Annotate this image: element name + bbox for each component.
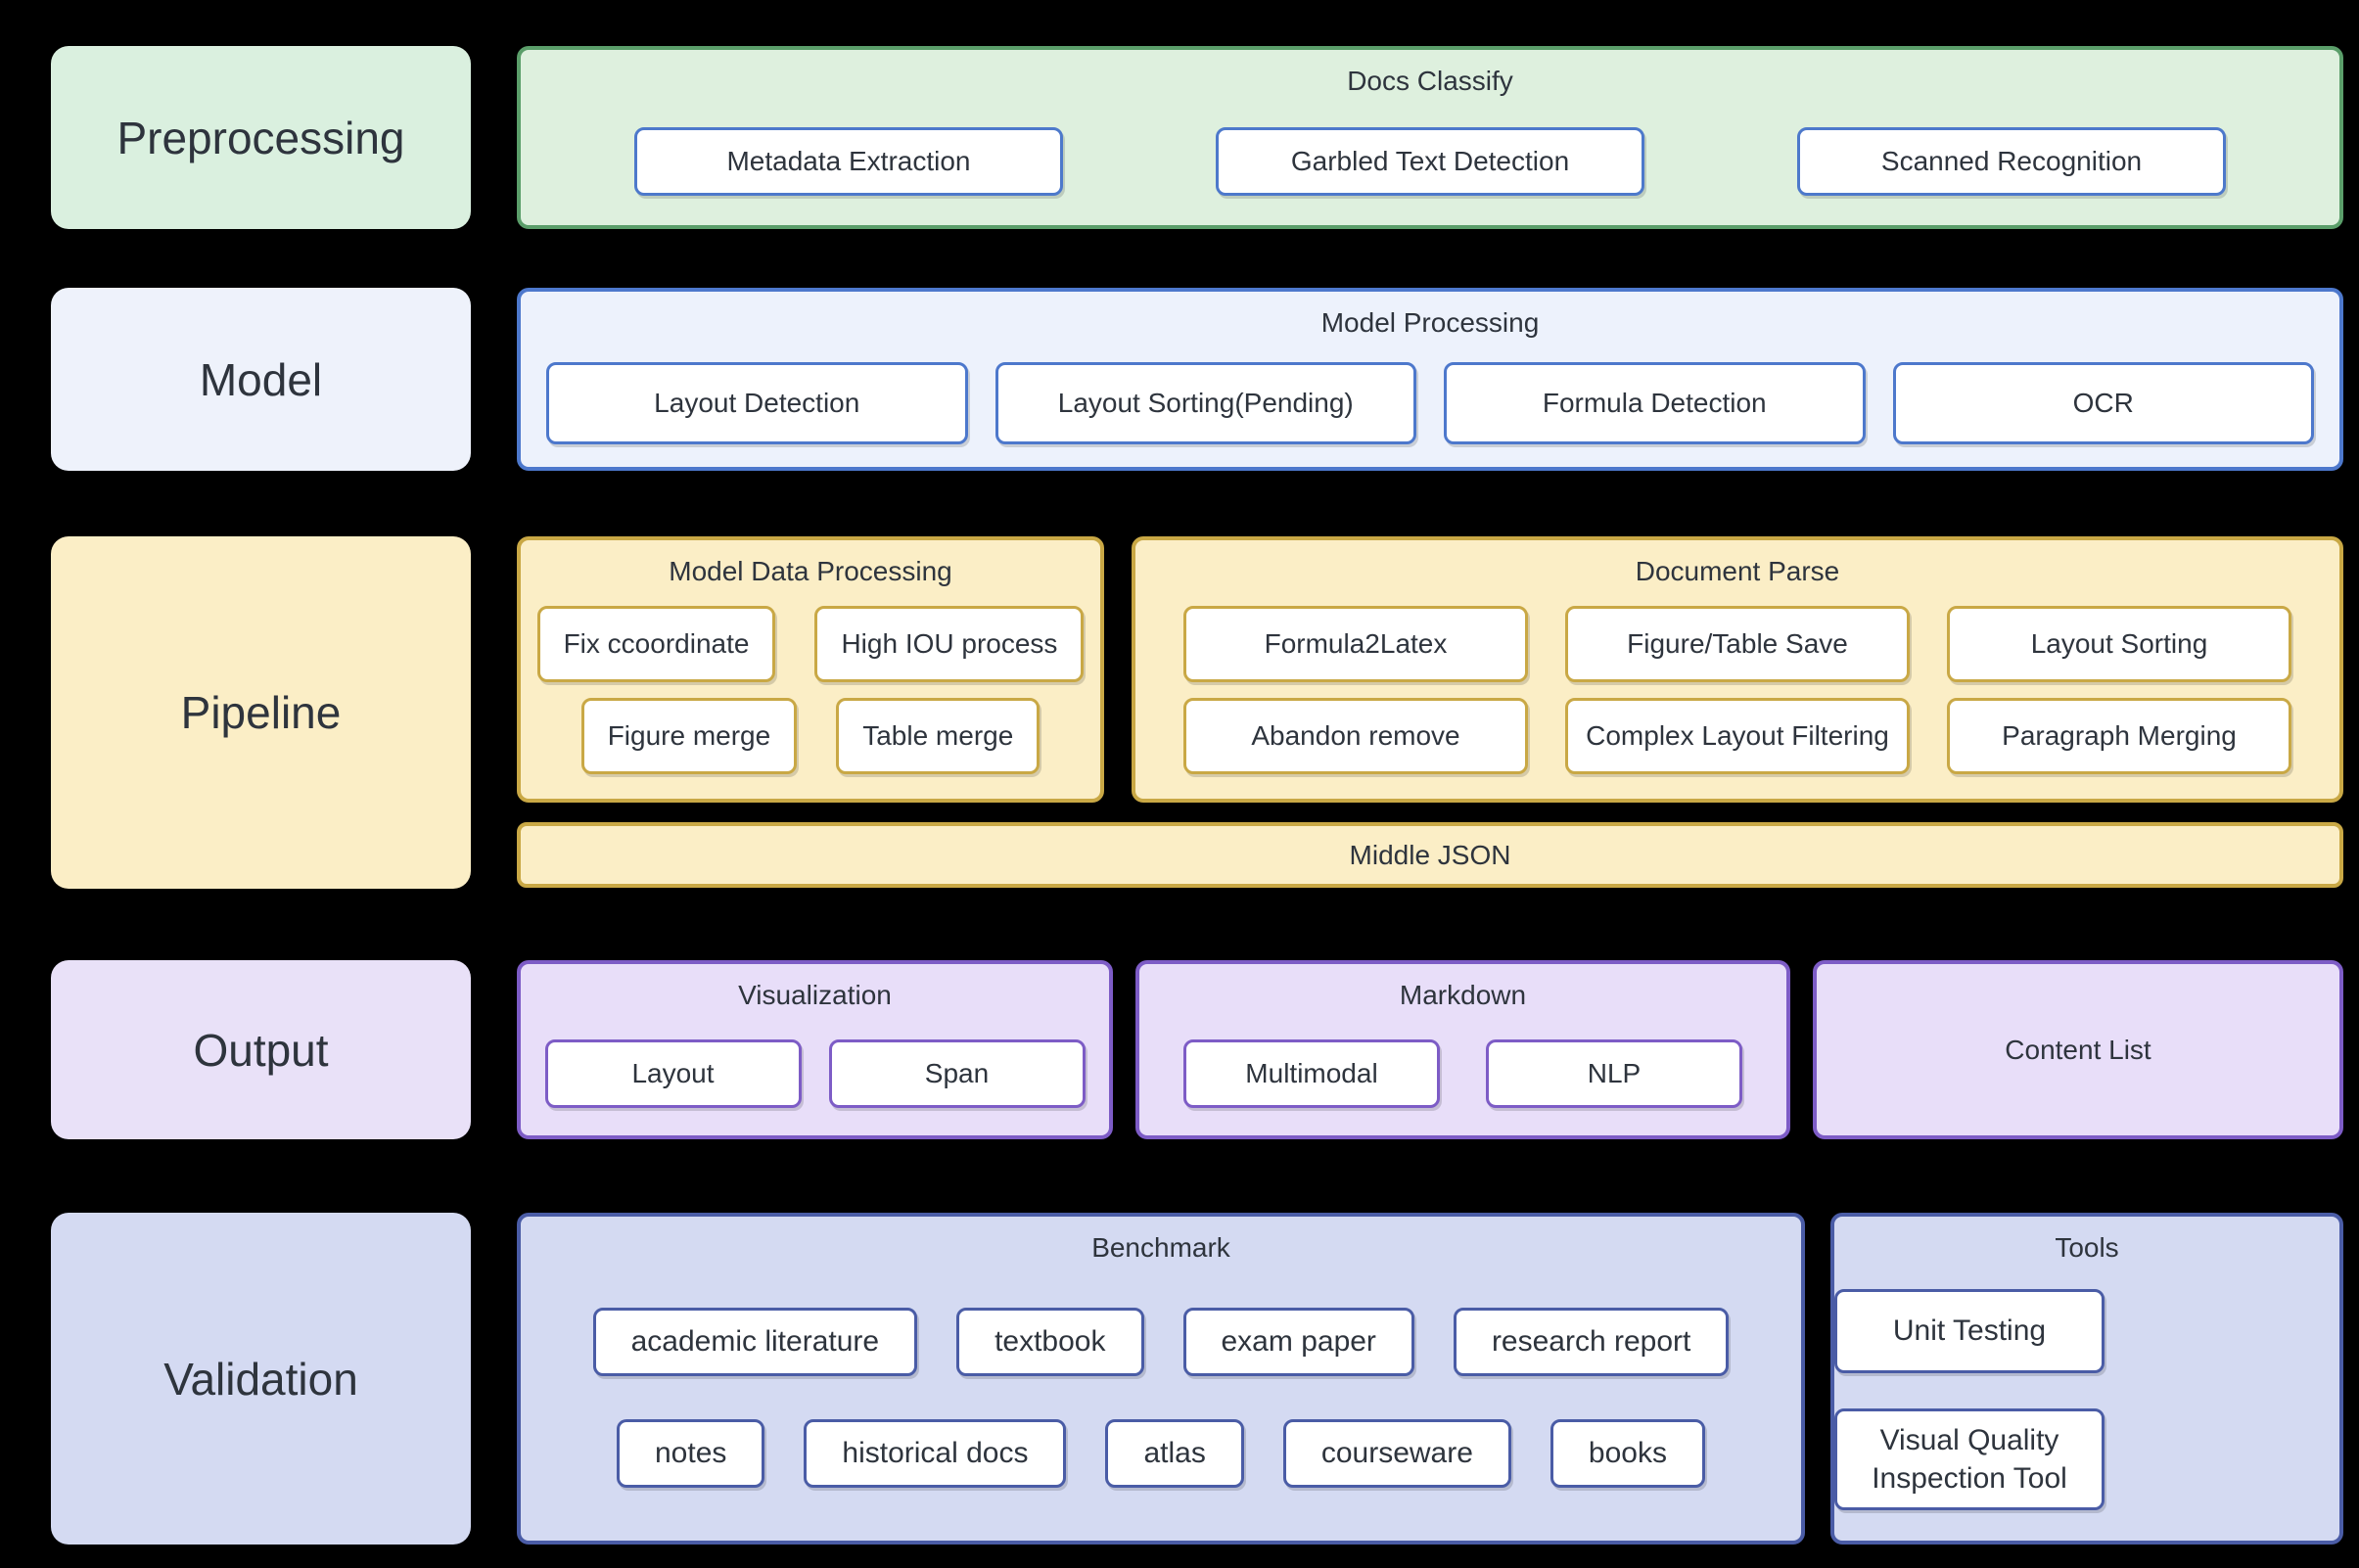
chip-span: Span	[828, 1038, 1086, 1108]
stage-content-model: Model Processing Layout Detection Layout…	[517, 288, 2343, 471]
chip-notes: notes	[617, 1418, 765, 1488]
chip-books: books	[1550, 1418, 1705, 1488]
chip-garbled-text-detection: Garbled Text Detection	[1216, 126, 1644, 196]
chip-line: notes historical docs atlas courseware b…	[521, 1418, 1801, 1488]
chip-complex-layout-filtering: Complex Layout Filtering	[1565, 698, 1910, 774]
group-title-markdown: Markdown	[1399, 980, 1527, 1010]
chip-figure-table-save: Figure/Table Save	[1565, 606, 1910, 682]
chip-layout: Layout	[544, 1038, 802, 1108]
chip-fix-ccoordinate: Fix ccoordinate	[536, 606, 776, 682]
chip-courseware: courseware	[1282, 1418, 1511, 1488]
chip-historical-docs: historical docs	[804, 1418, 1067, 1488]
chip-row: Layout Span	[521, 1011, 1109, 1135]
group-title-content-list: Content List	[2005, 1034, 2151, 1065]
chip-scanned-recognition: Scanned Recognition	[1797, 126, 2226, 196]
chip-research-report: research report	[1453, 1307, 1730, 1376]
chip-figure-merge: Figure merge	[580, 698, 798, 774]
stage-row-model: Model Model Processing Layout Detection …	[51, 288, 2343, 471]
chip-row: Layout Detection Layout Sorting(Pending)…	[521, 339, 2339, 467]
group-title-tools: Tools	[2055, 1232, 2119, 1263]
chip-layout-sorting: Layout Sorting	[1947, 606, 2291, 682]
chip-line: Fix ccoordinate High IOU process	[521, 606, 1100, 682]
group-content-list: Content List	[1813, 960, 2343, 1139]
group-title-benchmark: Benchmark	[1091, 1232, 1230, 1263]
chip-grid: Unit Testing Visual Quality Inspection T…	[1834, 1264, 2339, 1541]
chip-layout-detection: Layout Detection	[546, 361, 968, 444]
chip-formula2latex: Formula2Latex	[1183, 606, 1528, 682]
group-benchmark: Benchmark academic literature textbook e…	[517, 1213, 1805, 1545]
stage-content-output: Visualization Layout Span Markdown Multi…	[517, 960, 2343, 1139]
chip-visual-quality-inspection-tool: Visual Quality Inspection Tool	[1834, 1407, 2105, 1510]
group-title-document-parse: Document Parse	[1635, 556, 1840, 586]
chip-grid: academic literature textbook exam paper …	[521, 1264, 1801, 1541]
chip-abandon-remove: Abandon remove	[1183, 698, 1528, 774]
chip-unit-testing: Unit Testing	[1834, 1288, 2105, 1373]
group-model-processing: Model Processing Layout Detection Layout…	[517, 288, 2343, 471]
chip-grid: Fix ccoordinate High IOU process Figure …	[521, 587, 1100, 799]
chip-atlas: atlas	[1105, 1418, 1244, 1488]
stage-label-preprocessing: Preprocessing	[51, 46, 471, 229]
chip-high-iou-process: High IOU process	[814, 606, 1085, 682]
pipeline-groups-row: Model Data Processing Fix ccoordinate Hi…	[517, 536, 2343, 803]
group-visualization: Visualization Layout Span	[517, 960, 1113, 1139]
middle-json-bar: Middle JSON	[517, 822, 2343, 888]
chip-table-merge: Table merge	[836, 698, 1041, 774]
chip-nlp: NLP	[1486, 1038, 1742, 1108]
group-title-model-data-processing: Model Data Processing	[669, 556, 952, 586]
chip-metadata-extraction: Metadata Extraction	[634, 126, 1063, 196]
chip-formula-detection: Formula Detection	[1444, 361, 1866, 444]
stage-label-validation: Validation	[51, 1213, 471, 1545]
group-model-data-processing: Model Data Processing Fix ccoordinate Hi…	[517, 536, 1104, 803]
chip-line: academic literature textbook exam paper …	[521, 1307, 1801, 1376]
chip-ocr: OCR	[1892, 361, 2314, 444]
chip-layout-sorting-pending: Layout Sorting(Pending)	[994, 361, 1416, 444]
chip-line: Figure merge Table merge	[521, 698, 1100, 774]
stage-label-output: Output	[51, 960, 471, 1139]
chip-line: Abandon remove Complex Layout Filtering …	[1135, 698, 2339, 774]
chip-exam-paper: exam paper	[1182, 1307, 1414, 1376]
stage-label-model: Model	[51, 288, 471, 471]
chip-grid: Formula2Latex Figure/Table Save Layout S…	[1135, 587, 2339, 799]
chip-row: Metadata Extraction Garbled Text Detecti…	[521, 97, 2339, 225]
stage-content-validation: Benchmark academic literature textbook e…	[517, 1213, 2343, 1545]
stage-content-pipeline: Model Data Processing Fix ccoordinate Hi…	[517, 536, 2343, 889]
group-markdown: Markdown Multimodal NLP	[1135, 960, 1790, 1139]
chip-academic-literature: academic literature	[592, 1307, 918, 1376]
group-document-parse: Document Parse Formula2Latex Figure/Tabl…	[1132, 536, 2343, 803]
chip-multimodal: Multimodal	[1183, 1038, 1440, 1108]
group-title-docs-classify: Docs Classify	[1347, 66, 1513, 96]
chip-textbook: textbook	[956, 1307, 1144, 1376]
group-title-visualization: Visualization	[738, 980, 892, 1010]
group-tools: Tools Unit Testing Visual Quality Inspec…	[1830, 1213, 2343, 1545]
stage-content-preprocessing: Docs Classify Metadata Extraction Garble…	[517, 46, 2343, 229]
chip-line: Formula2Latex Figure/Table Save Layout S…	[1135, 606, 2339, 682]
stage-row-output: Output Visualization Layout Span Markdow…	[51, 960, 2343, 1139]
stage-row-preprocessing: Preprocessing Docs Classify Metadata Ext…	[51, 46, 2343, 229]
chip-paragraph-merging: Paragraph Merging	[1947, 698, 2291, 774]
stage-row-pipeline: Pipeline Model Data Processing Fix ccoor…	[51, 536, 2343, 889]
stage-label-pipeline: Pipeline	[51, 536, 471, 889]
stage-row-validation: Validation Benchmark academic literature…	[51, 1213, 2343, 1545]
chip-row: Multimodal NLP	[1139, 1011, 1786, 1135]
group-docs-classify: Docs Classify Metadata Extraction Garble…	[517, 46, 2343, 229]
group-title-model-processing: Model Processing	[1320, 307, 1540, 338]
